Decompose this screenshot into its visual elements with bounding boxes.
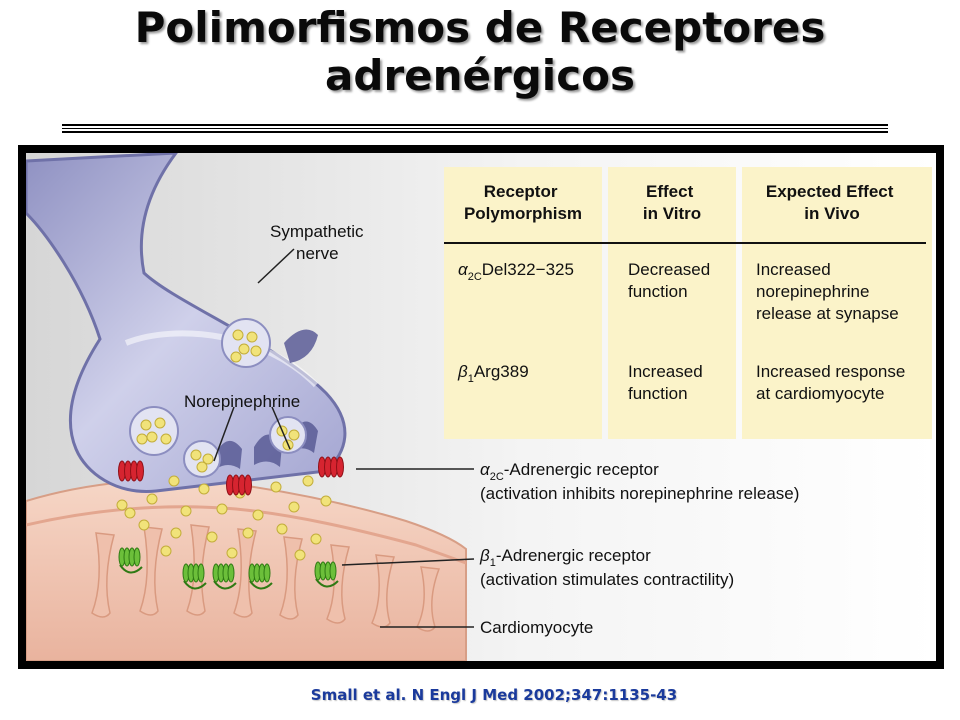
norepinephrine-dot	[160, 545, 172, 557]
cell-beta-polymorphism: β1Arg389	[457, 362, 529, 385]
norepinephrine-dot	[124, 507, 136, 519]
norepinephrine-dot	[252, 509, 264, 521]
cell-alpha-polymorphism: α2CDel322−325	[458, 260, 574, 283]
norepinephrine-dot	[196, 461, 208, 473]
norepinephrine-label: Norepinephrine	[184, 392, 300, 411]
polymorphism-table: Receptor Polymorphism Effect in Vitro Ex…	[444, 167, 932, 439]
table-headers: Receptor Polymorphism Effect in Vitro Ex…	[464, 182, 898, 223]
norepinephrine-dot	[170, 527, 182, 539]
beta-receptor-icon	[314, 561, 339, 588]
table-col-receptor	[444, 167, 602, 439]
pointer-lines	[213, 248, 475, 628]
norepinephrine-dot	[302, 475, 314, 487]
alpha-receptor-icon	[318, 456, 344, 478]
alpha-receptor-note: (activation inhibits norepinephrine rele…	[480, 484, 799, 503]
slide-title: Polimorfismos de Receptores adrenérgicos	[0, 4, 960, 100]
beta1-receptors	[118, 547, 339, 590]
beta-receptor-icon	[248, 563, 273, 590]
figure-panel: Sympathetic nerve Norepinephrine α2C-Adr…	[26, 153, 936, 661]
beta-receptor-label: β1-Adrenergic receptor (activation stimu…	[479, 546, 734, 589]
svg-text:α2C-Adrenergic receptor: α2C-Adrenergic receptor	[480, 460, 659, 483]
title-line-2: adrenérgicos	[325, 51, 635, 100]
norepinephrine-dot	[310, 533, 322, 545]
cell-alpha-vitro: Decreased function	[628, 260, 715, 301]
norepinephrine-dot	[230, 351, 242, 363]
table-row-beta: β1Arg389 Increased function Increased re…	[457, 362, 910, 403]
norepinephrine-dot	[180, 505, 192, 517]
norepinephrine-dot	[136, 433, 148, 445]
norepinephrine-dot	[250, 345, 262, 357]
synapse-diagram: Sympathetic nerve Norepinephrine α2C-Adr…	[26, 153, 936, 661]
cell-alpha-vivo: Increased norepinephrine release at syna…	[756, 260, 899, 323]
cell-beta-vitro: Increased function	[628, 362, 707, 403]
figure-frame: Sympathetic nerve Norepinephrine α2C-Adr…	[18, 145, 944, 669]
header-receptor: Receptor Polymorphism	[464, 182, 582, 223]
alpha-receptor-label: α2C-Adrenergic receptor (activation inhi…	[480, 460, 799, 503]
beta-receptor-note: (activation stimulates contractility)	[480, 570, 734, 589]
norepinephrine-dot	[140, 419, 152, 431]
norepinephrine-dot	[202, 453, 214, 465]
alpha2c-receptors	[118, 456, 344, 496]
header-vitro: Effect in Vitro	[643, 182, 701, 223]
title-line-1: Polimorfismos de Receptores	[134, 3, 826, 52]
alpha-receptor-icon	[118, 460, 144, 482]
norepinephrine-dot	[190, 449, 202, 461]
norepinephrine-dot	[160, 433, 172, 445]
citation: Small et al. N Engl J Med 2002;347:1135-…	[310, 686, 678, 704]
norepinephrine-dot	[232, 329, 244, 341]
norepinephrine-dot	[216, 503, 228, 515]
svg-text:β1-Adrenergic receptor: β1-Adrenergic receptor	[479, 546, 651, 569]
table-col-vitro	[608, 167, 736, 439]
beta-receptor-icon	[182, 563, 207, 590]
table-col-vivo	[742, 167, 932, 439]
cell-beta-vivo: Increased response at cardiomyocyte	[756, 362, 910, 403]
cardiomyocyte-cell	[26, 478, 467, 661]
alpha-receptor-icon	[226, 474, 252, 496]
norepinephrine-dot	[146, 493, 158, 505]
norepinephrine-dot	[242, 527, 254, 539]
norepinephrine-dot	[238, 343, 250, 355]
beta-receptor-icon	[118, 547, 143, 574]
title-divider	[62, 124, 888, 133]
norepinephrine-molecules	[116, 329, 332, 561]
norepinephrine-dot	[168, 475, 180, 487]
norepinephrine-dot	[288, 501, 300, 513]
norepinephrine-dot	[320, 495, 332, 507]
norepinephrine-dot	[276, 523, 288, 535]
norepinephrine-dot	[270, 481, 282, 493]
norepinephrine-dot	[246, 331, 258, 343]
table-row-alpha: α2CDel322−325 Decreased function Increas…	[458, 260, 899, 323]
cardiomyocyte-label: Cardiomyocyte	[480, 618, 593, 637]
norepinephrine-dot	[226, 547, 238, 559]
norepinephrine-dot	[138, 519, 150, 531]
norepinephrine-dot	[288, 429, 300, 441]
beta-receptor-icon	[212, 563, 237, 590]
norepinephrine-dot	[294, 549, 306, 561]
sympathetic-nerve-label: Sympathetic nerve	[270, 222, 368, 263]
norepinephrine-dot	[154, 417, 166, 429]
header-vivo: Expected Effect in Vivo	[766, 182, 898, 223]
norepinephrine-dot	[146, 431, 158, 443]
norepinephrine-dot	[198, 483, 210, 495]
norepinephrine-dot	[116, 499, 128, 511]
norepinephrine-dot	[206, 531, 218, 543]
